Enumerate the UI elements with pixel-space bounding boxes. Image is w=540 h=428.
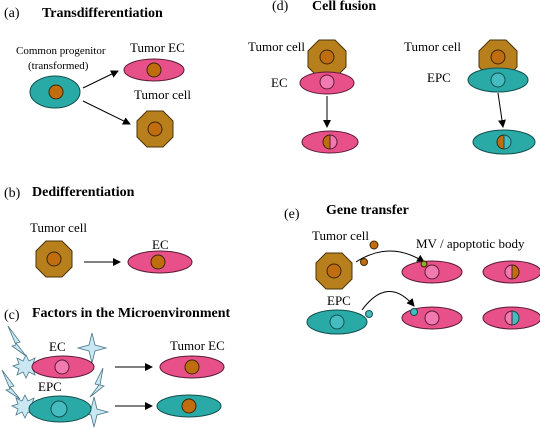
fused-cell-ec — [301, 130, 359, 154]
tumor-cell-label-a: Tumor cell — [134, 87, 191, 102]
ec-label-d: EC — [271, 75, 288, 90]
ec-label-b: EC — [152, 237, 169, 252]
progenitor-label: Common progenitor — [16, 45, 106, 57]
epc-label-e: EPC — [327, 293, 351, 308]
tumor-cell-a — [136, 110, 174, 148]
panel-c-letter: (c) — [4, 308, 20, 323]
arrow-to-tumor-cell — [82, 100, 131, 125]
ec-label-c: EC — [49, 339, 66, 354]
panel-b-letter: (b) — [4, 186, 21, 201]
panel-d-letter: (d) — [272, 0, 289, 14]
result-cell-e-top — [482, 260, 540, 284]
tumor-cell-e — [315, 252, 353, 290]
epc-cell-d — [467, 67, 529, 93]
panel-a: (a) Transdifferentiation Common progenit… — [4, 6, 191, 148]
result-cell-e-bottom — [482, 306, 540, 330]
fused-cell-epc — [472, 129, 536, 155]
tumor-cell-label-e: Tumor cell — [312, 228, 369, 243]
burst-icon — [11, 354, 41, 379]
tumor-cell-b — [35, 240, 73, 278]
panel-a-title: Transdifferentiation — [42, 6, 163, 21]
progenitor-label-2: (transformed) — [28, 60, 89, 72]
ec-cell-b — [127, 250, 193, 274]
epc-result-cell-c — [156, 394, 222, 418]
arrow-e-top — [355, 250, 425, 263]
ec-cell-e-top — [401, 260, 463, 284]
arrow-to-tumor-ec — [82, 70, 119, 89]
panel-d: (d) Cell fusion Tumor cell EC Tumor cell… — [248, 0, 536, 155]
panel-e-letter: (e) — [284, 207, 300, 222]
tumor-cell-label-d-right: Tumor cell — [404, 39, 461, 54]
lightning-icon — [7, 325, 27, 357]
panel-d-title: Cell fusion — [312, 0, 376, 14]
panel-c: (c) Factors in the Microenvironment EC E… — [1, 306, 231, 428]
microvesicle-epc-arriving — [410, 308, 418, 316]
microvesicle-tumor — [369, 240, 379, 250]
panel-e: (e) Gene transfer Tumor cell MV / apopto… — [284, 203, 540, 335]
microvesicle-tumor-small — [360, 258, 368, 266]
arrow-d-right — [497, 92, 506, 128]
panel-a-letter: (a) — [4, 6, 20, 21]
panel-b: (b) Dedifferentiation Tumor cell EC — [4, 185, 193, 278]
tumor-ec-cell-c — [159, 355, 225, 379]
ec-cell-c — [31, 355, 95, 379]
epc-label-c: EPC — [38, 379, 62, 394]
arrow-e-bottom — [361, 290, 415, 311]
epc-cell-e — [306, 309, 368, 335]
lightning-icon — [89, 367, 105, 398]
tumor-ec-label-a: Tumor EC — [130, 40, 185, 55]
panel-c-title: Factors in the Microenvironment — [32, 306, 231, 321]
tumor-ec-cell-a — [123, 58, 185, 82]
tumor-cell-label-d-left: Tumor cell — [248, 39, 305, 54]
progenitor-cell — [29, 75, 81, 109]
panel-e-title: Gene transfer — [326, 203, 409, 218]
epc-cell-c — [28, 395, 92, 423]
lightning-icon — [1, 369, 21, 400]
panel-b-title: Dedifferentiation — [32, 185, 135, 200]
tumor-cell-label-b: Tumor cell — [30, 220, 87, 235]
mv-label: MV / apoptotic body — [416, 236, 525, 251]
epc-label-d: EPC — [427, 70, 451, 85]
microvesicle-epc — [365, 310, 373, 318]
tumor-ec-label-c: Tumor EC — [170, 338, 225, 353]
ec-cell-d — [299, 71, 355, 95]
